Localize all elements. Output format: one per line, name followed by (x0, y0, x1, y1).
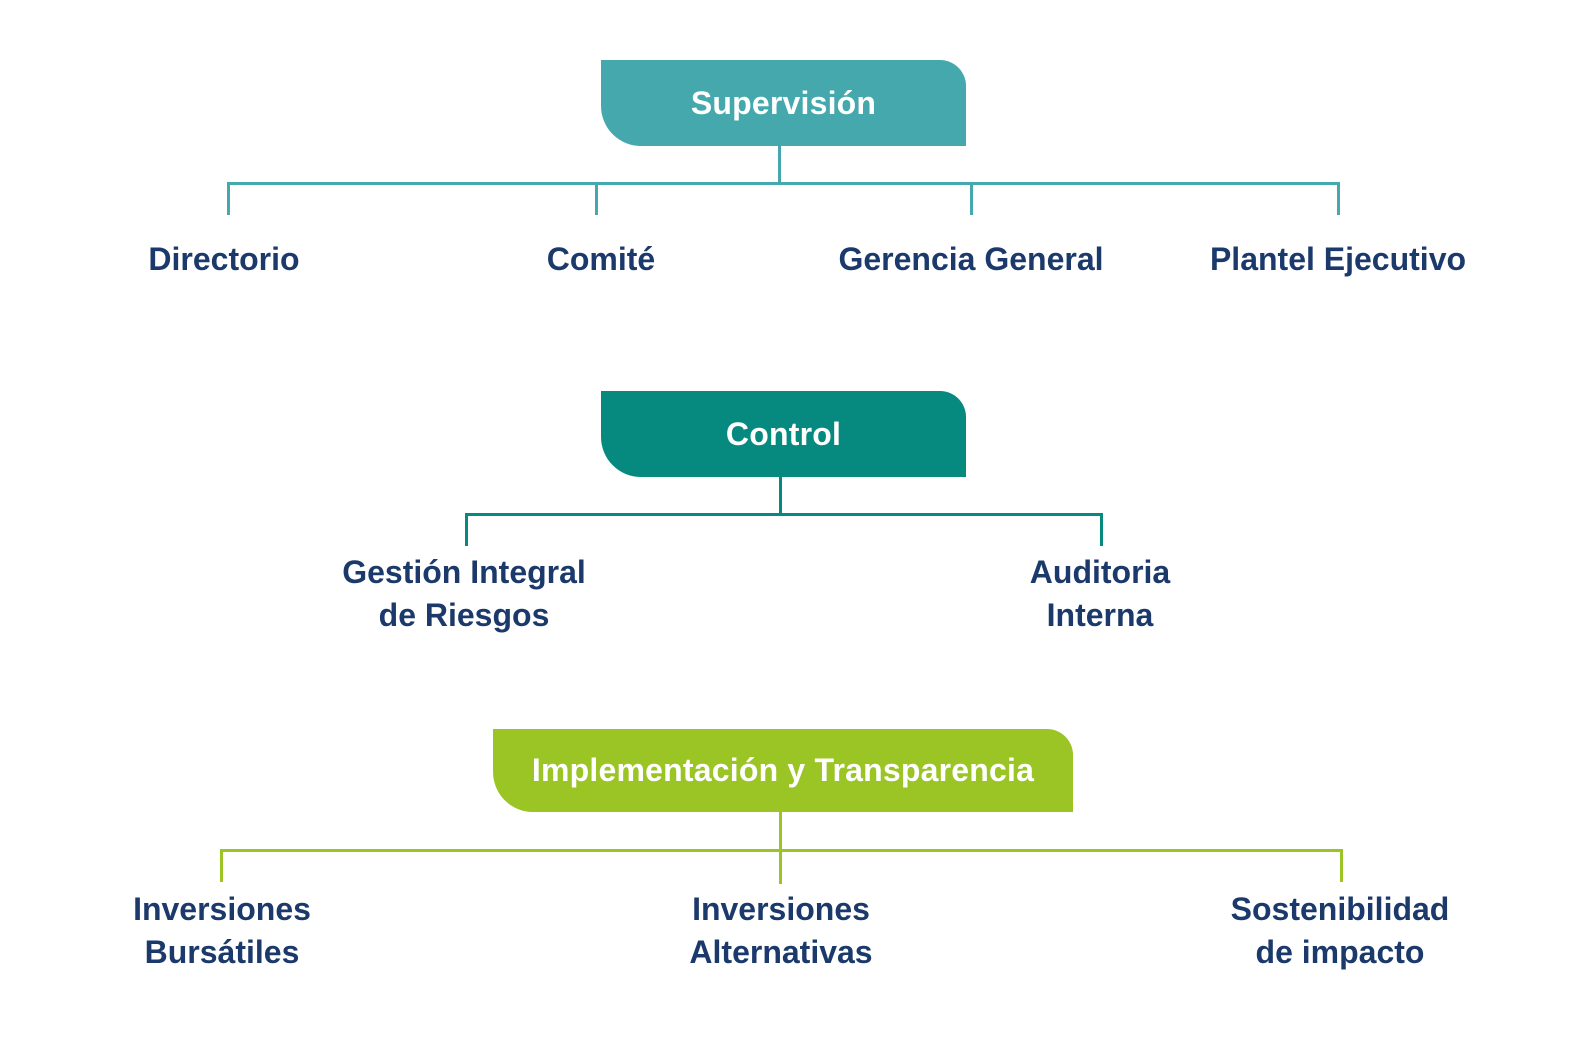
node-inversiones-alternativas: Inversiones Alternativas (689, 888, 872, 974)
supervision-title: Supervisión (690, 84, 877, 121)
node-bursatiles-line-1: Inversiones (133, 891, 311, 927)
node-gestion-integral-riesgos: Gestión Integral de Riesgos (342, 551, 586, 637)
node-sostenibilidad-line-2: de impacto (1255, 934, 1425, 970)
node-sostenibilidad-line-1: Sostenibilidad (1230, 891, 1450, 927)
node-sostenibilidad-impacto: Sostenibilidad de impacto (1231, 888, 1450, 974)
control-box: Control (601, 391, 966, 477)
node-auditoria-line-2: Interna (1046, 597, 1154, 633)
node-comite: Comité (546, 241, 656, 277)
supervision-box: Supervisión (601, 60, 966, 146)
control-drop-1 (465, 513, 468, 546)
implementation-bar (220, 849, 1343, 852)
supervision-drop-3 (970, 182, 973, 215)
supervision-drop-1 (227, 182, 230, 215)
node-alternativas-line-1: Inversiones (692, 891, 870, 927)
node-plantel-ejecutivo: Plantel Ejecutivo (1209, 241, 1467, 277)
supervision-drop-2 (595, 182, 598, 215)
implementation-drop-1 (220, 849, 223, 882)
control-stem (779, 477, 782, 515)
node-bursatiles-line-2: Bursátiles (144, 934, 300, 970)
node-directorio: Directorio (148, 241, 300, 277)
node-auditoria-line-1: Auditoria (1029, 554, 1171, 590)
control-drop-2 (1100, 513, 1103, 546)
control-title: Control (725, 415, 842, 452)
supervision-stem (778, 146, 781, 184)
node-gestion-line-1: Gestión Integral (342, 554, 586, 590)
node-gerencia-general: Gerencia General (838, 241, 1104, 277)
implementation-drop-3 (1340, 849, 1343, 882)
node-alternativas-line-2: Alternativas (689, 934, 873, 970)
supervision-drop-4 (1337, 182, 1340, 215)
node-gestion-line-2: de Riesgos (378, 597, 550, 633)
implementation-title: Implementación y Transparencia (531, 752, 1035, 788)
control-bar (465, 513, 1103, 516)
node-auditoria-interna: Auditoria Interna (1030, 551, 1170, 637)
supervision-bar (227, 182, 1340, 185)
node-inversiones-bursatiles: Inversiones Bursátiles (133, 888, 311, 974)
implementation-box: Implementación y Transparencia (493, 729, 1073, 812)
implementation-stem (779, 812, 782, 884)
